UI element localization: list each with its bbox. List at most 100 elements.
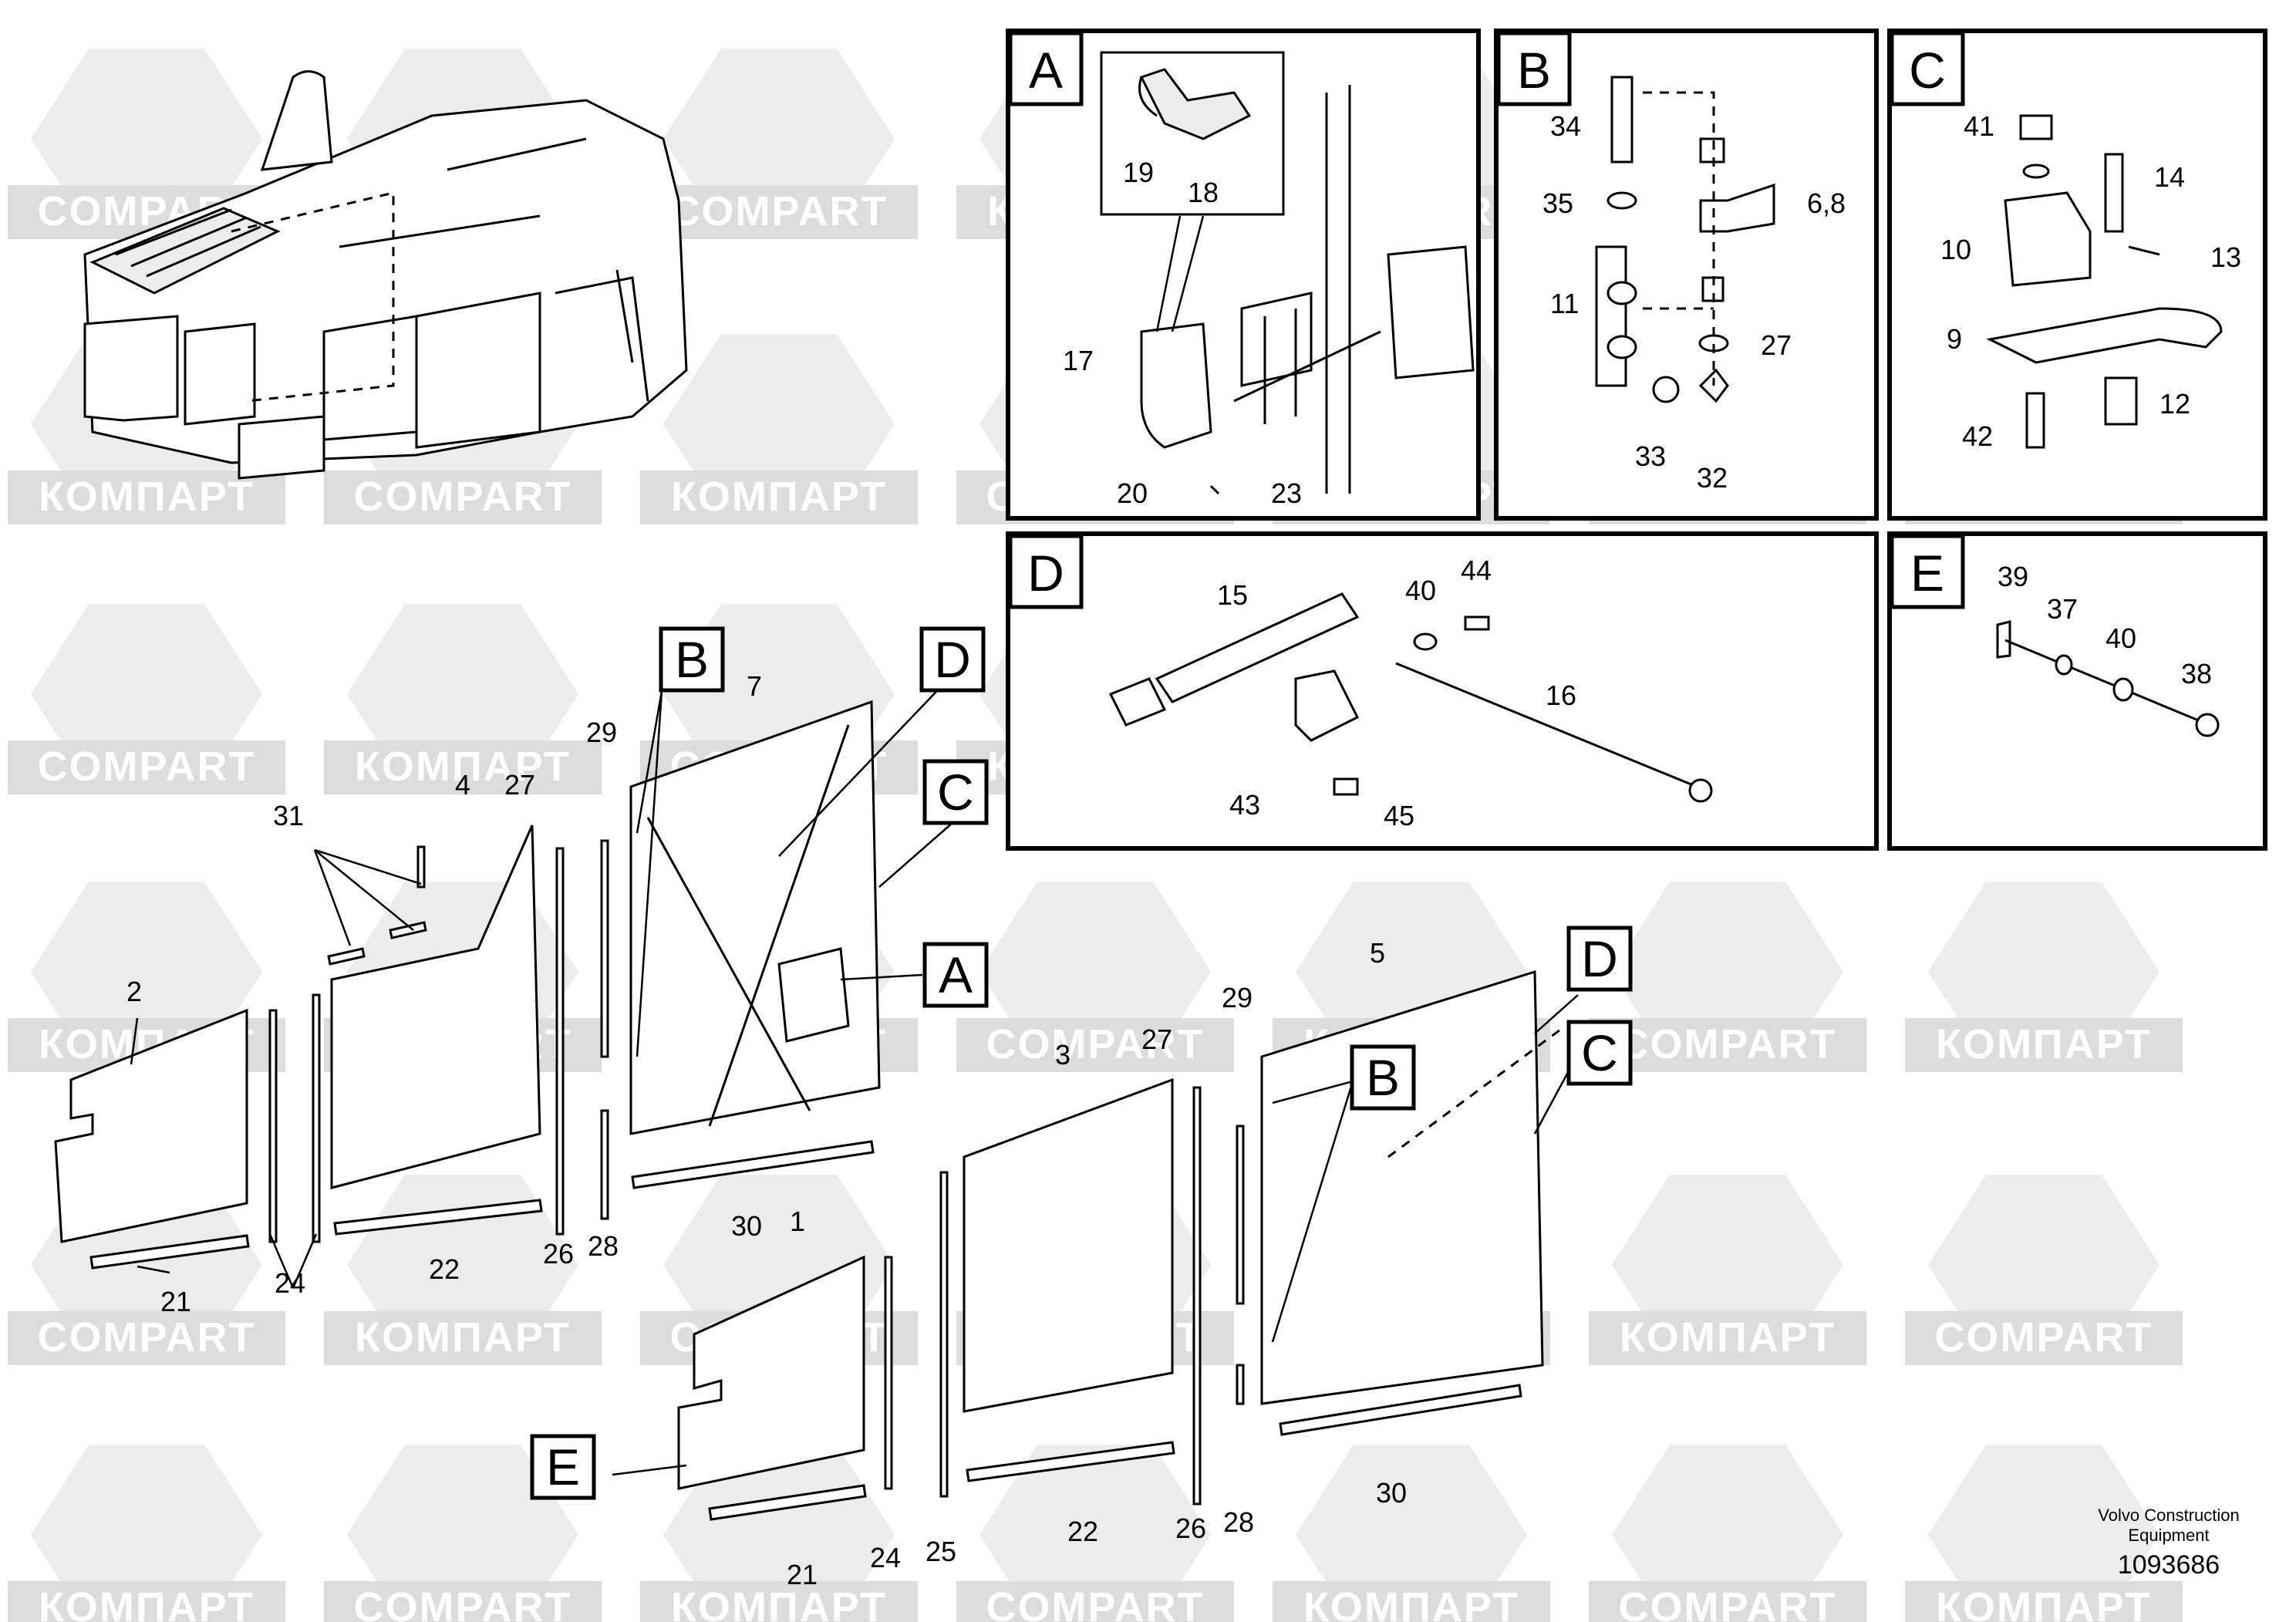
drawing-number: 1093686 (2118, 1550, 2220, 1580)
watermark-tile: COMPART (956, 882, 1234, 1072)
part-number-24-upper: 24 (275, 1267, 305, 1299)
detail-panel-d: D (1006, 531, 1879, 851)
watermark-tile: КОМПАРТ (1589, 1175, 1866, 1365)
watermark-tile: КОМПАРТ (640, 334, 918, 524)
panel-d-letter: D (1027, 545, 1064, 602)
part-number-21-upper: 21 (160, 1286, 191, 1317)
panel-d-label-43: 43 (1229, 789, 1260, 821)
panel-b-label-35: 35 (1542, 187, 1573, 219)
footer-brand-line2: Equipment (2128, 1526, 2209, 1545)
detail-panel-c: C (1887, 29, 2267, 521)
machine-overview-drawing (83, 70, 688, 480)
exploded-panels (54, 700, 1566, 1521)
panel-c-label-41: 41 (1964, 110, 1994, 142)
panel-a-label-23: 23 (1271, 477, 1302, 509)
svg-text:D: D (934, 631, 971, 688)
watermark-tile: КОМПАРТ (324, 604, 602, 794)
part-number-4: 4 (455, 769, 470, 801)
watermark-tile: КОМПАРТ (1905, 882, 2183, 1072)
panel-b-label-6-8: 6,8 (1807, 187, 1846, 219)
part-number-26-lower: 26 (1175, 1512, 1206, 1544)
watermark-text: КОМПАРТ (671, 474, 887, 520)
part-number-24-lower: 24 (870, 1542, 901, 1573)
part-number-25: 25 (925, 1536, 956, 1567)
panel-a-label-20: 20 (1117, 477, 1148, 509)
watermark-tile: КОМПАРТ (324, 1175, 602, 1365)
callout-a-upper: A (922, 942, 989, 1008)
panel-c-label-42: 42 (1962, 420, 1993, 452)
part-number-1: 1 (790, 1206, 805, 1237)
watermark-tile: COMPART (8, 604, 285, 794)
panel-b-label-27: 27 (1761, 329, 1792, 361)
callout-e-lower: E (530, 1434, 596, 1500)
panel-b-label-33: 33 (1635, 440, 1666, 472)
part-number-7: 7 (747, 670, 762, 702)
watermark-text: COMPART (986, 1021, 1205, 1067)
svg-text:A: A (939, 946, 973, 1003)
callout-c-lower: C (1566, 1020, 1633, 1086)
panel-e-label-40: 40 (2106, 622, 2136, 654)
watermark-tile: COMPART (956, 1445, 1234, 1622)
callout-c-upper: C (922, 759, 989, 825)
part-number-27-upper: 27 (504, 769, 535, 801)
panel-b-label-34: 34 (1550, 110, 1581, 142)
watermark-text: КОМПАРТ (39, 474, 255, 520)
watermark-tile: КОМПАРТ (1905, 1445, 2183, 1622)
panel-a-label-18: 18 (1188, 177, 1219, 208)
detail-panel-b: B (1494, 29, 1879, 521)
panel-c-label-10: 10 (1940, 234, 1971, 265)
panel-c-letter: C (1909, 42, 1946, 99)
panel-c-label-9: 9 (1947, 323, 1962, 355)
callout-b-lower: B (1350, 1044, 1416, 1111)
panel-d-label-40: 40 (1405, 575, 1436, 606)
panel-d-label-15: 15 (1217, 579, 1248, 611)
svg-text:D: D (1581, 930, 1618, 987)
watermark-text: КОМПАРТ (39, 1584, 255, 1622)
watermark-text: КОМПАРТ (355, 1314, 571, 1361)
watermark-text: COMPART (354, 474, 572, 520)
watermark-text: COMPART (38, 1314, 256, 1361)
detail-panel-a: A (1006, 29, 1481, 521)
part-number-3: 3 (1055, 1039, 1070, 1071)
svg-text:C: C (1581, 1024, 1618, 1081)
panel-a-label-17: 17 (1063, 345, 1094, 376)
svg-text:B: B (1366, 1049, 1400, 1106)
panel-c-label-13: 13 (2210, 241, 2241, 273)
watermark-text: КОМПАРТ (1620, 1314, 1836, 1361)
panel-c-label-14: 14 (2154, 161, 2185, 193)
detail-panel-e: E (1887, 531, 2267, 851)
panel-e-label-37: 37 (2047, 593, 2078, 625)
watermark-text: COMPART (1619, 1584, 1837, 1622)
part-number-30-upper: 30 (731, 1210, 762, 1242)
watermark-tile: COMPART (1589, 882, 1866, 1072)
watermark-text: КОМПАРТ (1936, 1584, 2152, 1622)
watermark-text: COMPART (38, 744, 256, 790)
watermark-tile: COMPART (1589, 1445, 1866, 1622)
panel-d-label-44: 44 (1461, 555, 1492, 586)
panel-e-label-38: 38 (2181, 658, 2212, 690)
panel-e-label-39: 39 (1998, 561, 2028, 592)
panel-a-label-19: 19 (1123, 157, 1154, 188)
part-number-31: 31 (273, 800, 304, 831)
part-number-27-lower: 27 (1141, 1023, 1172, 1055)
svg-text:C: C (937, 764, 974, 821)
callout-d-lower: D (1566, 926, 1633, 992)
callout-d-upper: D (919, 626, 986, 693)
panel-c-label-12: 12 (2159, 388, 2190, 420)
footer-brand-line1: Volvo Construction (2098, 1506, 2239, 1525)
svg-text:E: E (546, 1438, 580, 1496)
watermark-text: COMPART (1619, 1021, 1837, 1067)
watermark-tile: COMPART (640, 49, 918, 239)
panel-d-label-45: 45 (1384, 800, 1414, 831)
watermark-text: COMPART (986, 1584, 1205, 1622)
watermark-text: КОМПАРТ (671, 1584, 887, 1622)
watermark-tile: COMPART (324, 1445, 602, 1622)
watermark-text: COMPART (670, 188, 888, 234)
part-number-28-upper: 28 (588, 1230, 619, 1262)
part-number-26-upper: 26 (543, 1238, 574, 1270)
leader-lines (130, 678, 1579, 1476)
svg-text:B: B (675, 631, 709, 688)
part-number-22-lower: 22 (1067, 1516, 1098, 1547)
watermark-text: КОМПАРТ (1936, 1021, 2152, 1067)
